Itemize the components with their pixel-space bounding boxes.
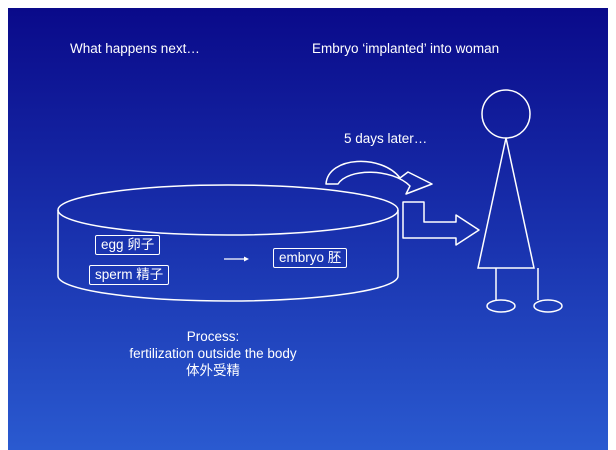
woman-figure: [478, 90, 562, 312]
egg-label: egg 卵子: [95, 235, 160, 255]
woman-head: [482, 90, 530, 138]
process-arrow: [224, 257, 249, 262]
process-title: Process:: [88, 328, 338, 345]
woman-left-foot: [487, 300, 515, 312]
bent-transfer-arrow: [403, 202, 479, 245]
sperm-label: sperm 精子: [89, 265, 169, 285]
heading-left: What happens next…: [70, 42, 200, 56]
diagram-canvas: [8, 8, 608, 450]
woman-right-foot: [534, 300, 562, 312]
curved-transfer-arrow: [326, 161, 432, 194]
process-description-chinese: 体外受精: [88, 362, 338, 379]
slide: What happens next… Embryo ‘implanted’ in…: [8, 8, 608, 450]
woman-body: [478, 138, 534, 268]
petri-dish-rim: [58, 185, 398, 235]
heading-right: Embryo ‘implanted’ into woman: [312, 42, 499, 56]
process-caption: Process: fertilization outside the body …: [88, 328, 338, 379]
time-note: 5 days later…: [344, 132, 427, 146]
embryo-label: embryo 胚: [273, 248, 347, 268]
process-description: fertilization outside the body: [88, 345, 338, 362]
